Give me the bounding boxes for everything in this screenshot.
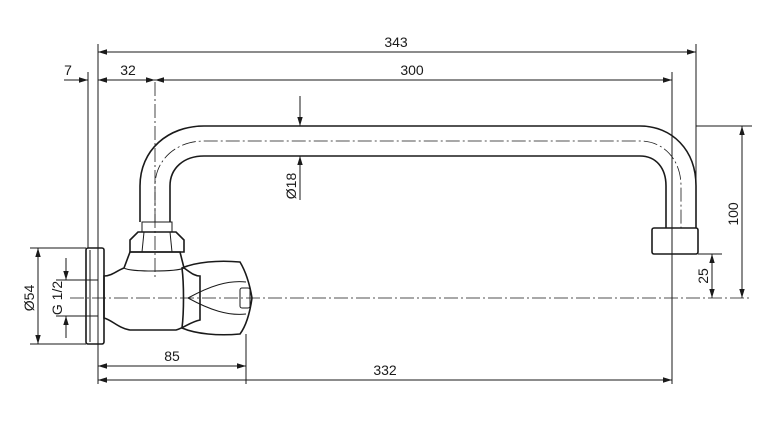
dim-thread-size: G 1/2 — [49, 281, 65, 315]
valve-body — [103, 251, 201, 331]
dim-spout-height: 100 — [725, 202, 741, 226]
dim-overall-length: 343 — [384, 34, 408, 50]
dim-wall-offset: 7 — [64, 62, 72, 78]
wall-flange — [85, 247, 105, 345]
dim-handle-length: 85 — [164, 348, 180, 364]
dim-pipe-diameter: Ø18 — [283, 173, 299, 200]
dim-spout-reach: 300 — [400, 62, 424, 78]
dim-flange-diameter: Ø54 — [21, 285, 37, 312]
dim-outlet-height: 25 — [695, 268, 711, 284]
dim-base-length: 332 — [373, 362, 397, 378]
extension-lines — [30, 44, 752, 384]
hex-nut — [129, 221, 185, 253]
valve-handle — [181, 260, 253, 336]
dim-body-offset: 32 — [120, 62, 136, 78]
spout-pipe — [139, 125, 699, 255]
dimension-lines — [35, 49, 745, 383]
